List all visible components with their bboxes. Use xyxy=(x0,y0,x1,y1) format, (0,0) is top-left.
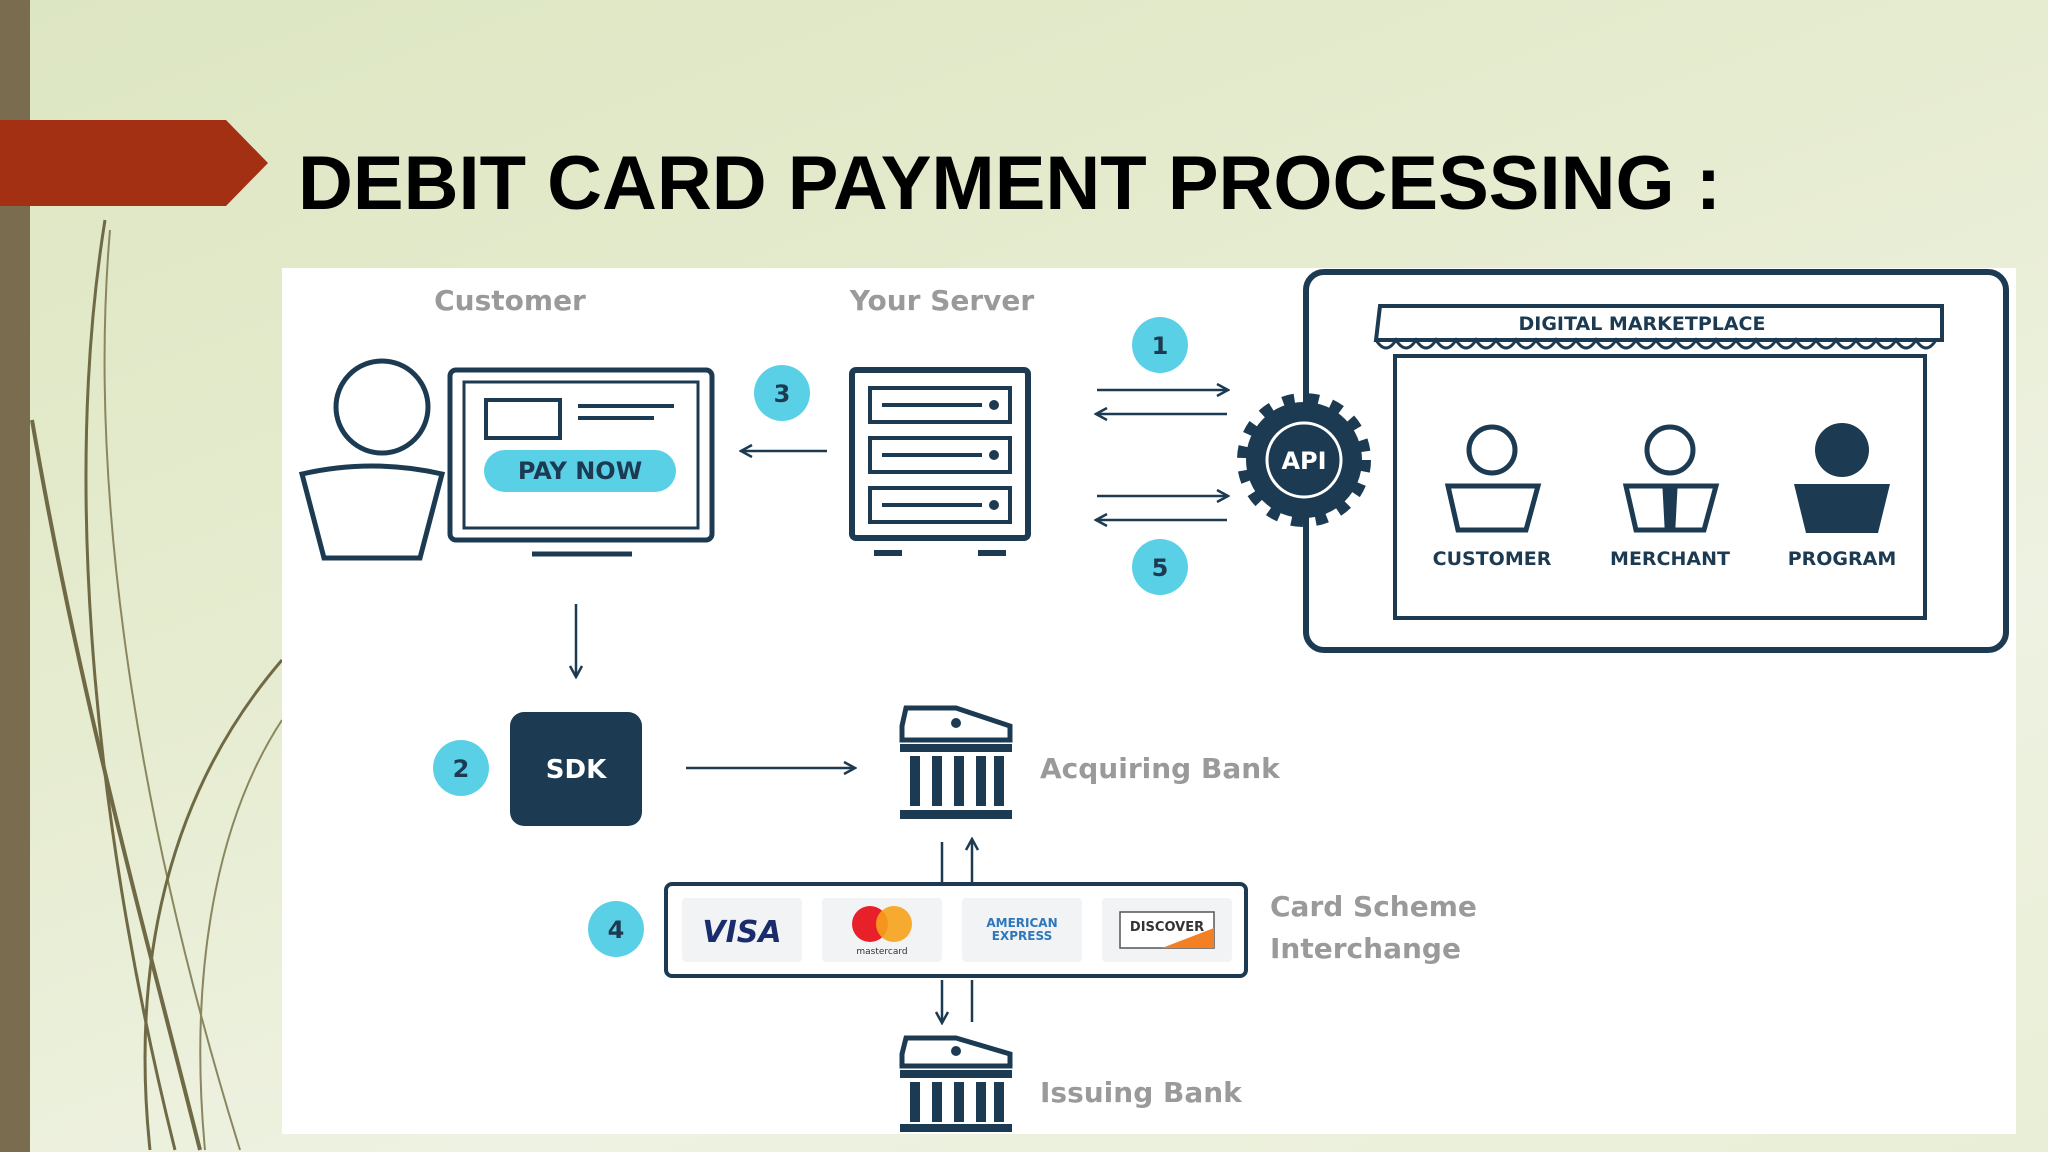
step-4-badge: 4 xyxy=(588,901,644,957)
sdk-label: SDK xyxy=(546,755,607,785)
step-1-badge: 1 xyxy=(1132,317,1188,373)
card-scheme-box xyxy=(664,882,1248,978)
acquiring-bank-label: Acquiring Bank xyxy=(1040,752,1281,785)
payment-flow-diagram: Customer Your Server PAY NOW 3 xyxy=(298,269,2009,1132)
pay-now-label: PAY NOW xyxy=(518,457,642,485)
step-5-badge: 5 xyxy=(1132,539,1188,595)
card-scheme-label-line1: Card Scheme xyxy=(1270,890,1477,923)
customer-label: Customer xyxy=(434,284,586,317)
svg-text:VISA: VISA xyxy=(702,915,781,950)
svg-text:AMERICAN: AMERICAN xyxy=(986,916,1057,930)
slide-title: DEBIT CARD PAYMENT PROCESSING : xyxy=(298,141,1722,226)
sdk-box: SDK xyxy=(510,712,642,826)
title-arrow-tab xyxy=(0,120,268,206)
api-label: API xyxy=(1281,447,1326,475)
svg-text:3: 3 xyxy=(774,380,791,408)
visa-logo: VISA xyxy=(682,898,802,962)
svg-text:5: 5 xyxy=(1152,554,1169,582)
svg-text:DISCOVER: DISCOVER xyxy=(1130,920,1204,935)
api-gear-icon: API xyxy=(1237,393,1371,527)
pay-now-button: PAY NOW xyxy=(484,450,676,492)
svg-text:4: 4 xyxy=(608,916,625,944)
marketplace-title: DIGITAL MARKETPLACE xyxy=(1519,313,1766,335)
role-merchant: MERCHANT xyxy=(1610,548,1730,570)
program-role-icon xyxy=(1794,423,1890,533)
customer-person-icon xyxy=(298,358,446,561)
issuing-bank-icon xyxy=(899,1035,1013,1132)
role-customer: CUSTOMER xyxy=(1433,548,1552,570)
server-label: Your Server xyxy=(849,284,1035,317)
step-2-badge: 2 xyxy=(433,740,489,796)
server-icon xyxy=(849,367,1031,556)
role-program: PROGRAM xyxy=(1788,548,1897,570)
svg-text:EXPRESS: EXPRESS xyxy=(992,929,1052,943)
svg-text:2: 2 xyxy=(453,755,470,783)
marketplace-storefront xyxy=(1373,304,1944,620)
amex-logo: AMERICAN EXPRESS xyxy=(962,898,1082,962)
customer-role-icon xyxy=(1444,424,1542,533)
issuing-bank-label: Issuing Bank xyxy=(1040,1076,1243,1109)
mastercard-logo: mastercard xyxy=(822,898,942,962)
decorative-swoosh-lines xyxy=(30,219,284,1151)
svg-text:mastercard: mastercard xyxy=(856,947,907,957)
svg-text:1: 1 xyxy=(1152,332,1169,360)
acquiring-bank-icon xyxy=(899,705,1013,819)
card-scheme-label-line2: Interchange xyxy=(1270,932,1461,965)
merchant-role-icon xyxy=(1622,424,1720,533)
step-3-badge: 3 xyxy=(754,365,810,421)
discover-logo: DISCOVER xyxy=(1102,898,1232,962)
